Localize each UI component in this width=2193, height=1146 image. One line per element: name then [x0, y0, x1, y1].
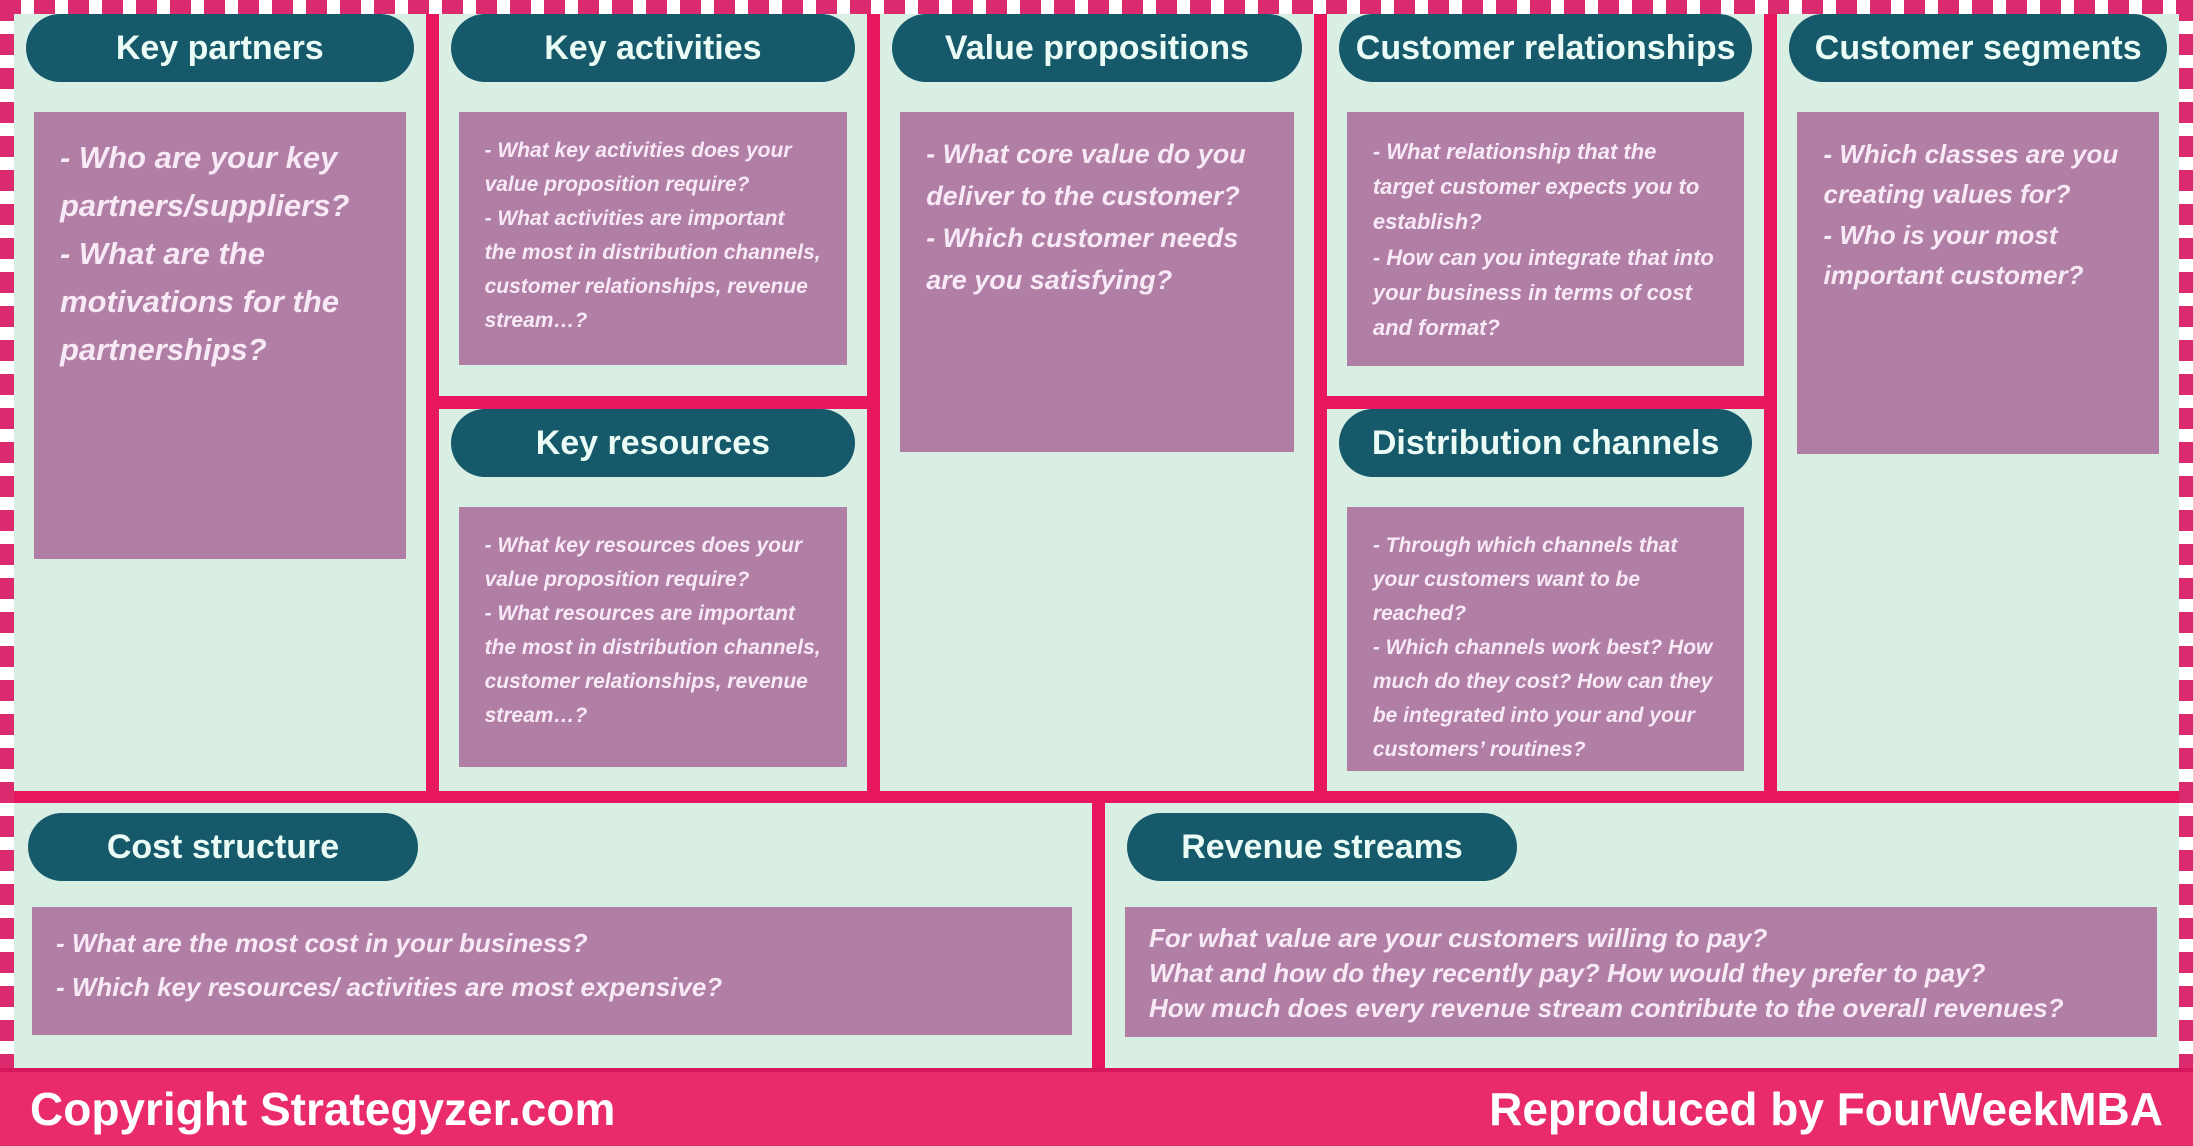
panel-title-cost-structure: Cost structure — [106, 827, 340, 866]
dashed-border-left — [0, 0, 14, 1068]
panel-title-key-activities: Key activities — [544, 28, 762, 67]
panel-cost-structure: Cost structure - What are the most cost … — [14, 803, 1092, 1068]
panel-value-propositions: Value propositions - What core value do … — [880, 14, 1314, 791]
dashed-border-right — [2179, 0, 2193, 1068]
column-relationships-channels: Customer relationships - What relationsh… — [1326, 14, 1765, 791]
panel-header-distribution-channels: Distribution channels — [1338, 409, 1753, 477]
panel-header-revenue-streams: Revenue streams — [1127, 813, 1517, 881]
note-text-key-activities: - What key activities does your value pr… — [484, 139, 821, 333]
panel-title-revenue-streams: Revenue streams — [1181, 827, 1463, 866]
column-key-partners: Key partners - Who are your key partners… — [14, 14, 426, 791]
panel-title-key-partners: Key partners — [115, 28, 324, 67]
canvas-top-row: Key partners - Who are your key partners… — [14, 14, 2179, 791]
panel-header-cost-structure: Cost structure — [28, 813, 418, 881]
column-key-activities-resources: Key activities - What key activities doe… — [438, 14, 868, 791]
panel-header-customer-segments: Customer segments — [1789, 14, 2167, 82]
panel-header-value-propositions: Value propositions — [892, 14, 1302, 82]
panel-key-resources: Key resources - What key resources does … — [438, 409, 868, 791]
footer-attribution: Reproduced by FourWeekMBA — [1489, 1083, 2163, 1135]
note-distribution-channels: - Through which channels that your custo… — [1346, 507, 1745, 771]
note-text-customer-segments: - Which classes are you creating values … — [1823, 139, 2119, 290]
panel-title-key-resources: Key resources — [535, 423, 771, 462]
panel-title-customer-relationships: Customer relationships — [1355, 28, 1736, 67]
canvas-bottom-row: Cost structure - What are the most cost … — [14, 803, 2179, 1068]
panel-header-key-partners: Key partners — [26, 14, 414, 82]
canvas-grid: Key partners - Who are your key partners… — [14, 14, 2179, 1068]
panel-title-value-propositions: Value propositions — [944, 28, 1250, 67]
note-key-resources: - What key resources does your value pro… — [458, 507, 848, 767]
panel-key-partners: Key partners - Who are your key partners… — [14, 14, 426, 791]
panel-title-customer-segments: Customer segments — [1814, 28, 2142, 67]
note-text-key-partners: - Who are your key partners/suppliers? -… — [60, 140, 350, 368]
panel-customer-relationships: Customer relationships - What relationsh… — [1326, 14, 1765, 396]
note-text-distribution-channels: - Through which channels that your custo… — [1372, 534, 1713, 762]
dashed-border-top — [0, 0, 2193, 14]
note-text-value-propositions: - What core value do you deliver to the … — [926, 139, 1246, 295]
panel-header-key-activities: Key activities — [450, 14, 856, 82]
note-revenue-streams: For what value are your customers willin… — [1125, 907, 2157, 1037]
panel-distribution-channels: Distribution channels - Through which ch… — [1326, 409, 1765, 791]
panel-key-activities: Key activities - What key activities doe… — [438, 14, 868, 396]
note-key-partners: - Who are your key partners/suppliers? -… — [34, 112, 406, 559]
note-text-cost-structure: - What are the most cost in your busines… — [56, 928, 723, 1003]
note-value-propositions: - What core value do you deliver to the … — [900, 112, 1294, 452]
note-customer-relationships: - What relationship that the target cust… — [1346, 112, 1745, 366]
footer-copyright: Copyright Strategyzer.com — [30, 1083, 616, 1135]
note-text-key-resources: - What key resources does your value pro… — [484, 534, 821, 728]
footer-bar: Copyright Strategyzer.com Reproduced by … — [0, 1068, 2193, 1146]
note-customer-segments: - Which classes are you creating values … — [1797, 112, 2159, 454]
panel-title-distribution-channels: Distribution channels — [1371, 423, 1720, 462]
note-text-revenue-streams: For what value are your customers willin… — [1149, 923, 2064, 1024]
panel-customer-segments: Customer segments - Which classes are yo… — [1777, 14, 2179, 791]
note-key-activities: - What key activities does your value pr… — [458, 112, 848, 365]
panel-header-key-resources: Key resources — [450, 409, 856, 477]
column-value-propositions: Value propositions - What core value do … — [880, 14, 1314, 791]
note-cost-structure: - What are the most cost in your busines… — [32, 907, 1072, 1035]
panel-header-customer-relationships: Customer relationships — [1338, 14, 1753, 82]
column-customer-segments: Customer segments - Which classes are yo… — [1777, 14, 2179, 791]
note-text-customer-relationships: - What relationship that the target cust… — [1372, 139, 1714, 340]
panel-revenue-streams: Revenue streams For what value are your … — [1105, 803, 2179, 1068]
